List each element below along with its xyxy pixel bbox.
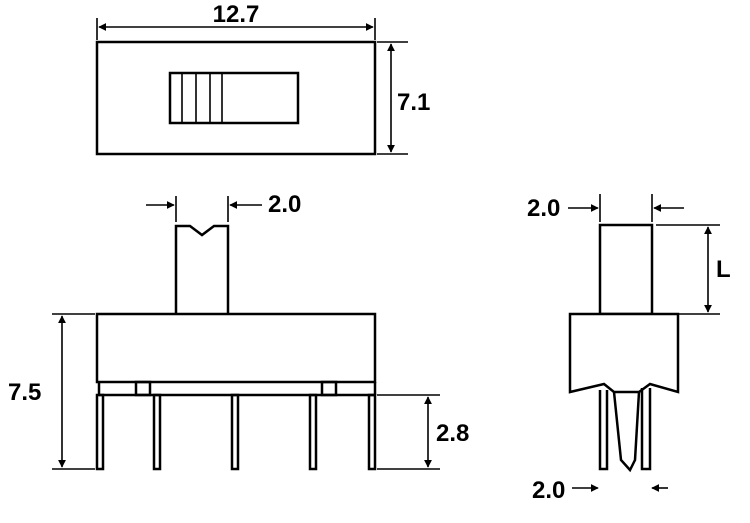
pin: [640, 388, 652, 471]
side-pitch-label: 2.0: [532, 477, 565, 504]
front-height-dimension: [52, 313, 95, 470]
side-actuator: [598, 223, 654, 316]
front-pins: [95, 393, 377, 471]
top-view-actuator: [168, 71, 300, 125]
front-base: [97, 380, 377, 397]
front-actuator-label: 2.0: [268, 191, 301, 218]
front-pin-label: 2.8: [436, 420, 469, 447]
side-length-label: L: [716, 256, 731, 283]
pin: [367, 393, 377, 471]
front-height-label: 7.5: [8, 379, 41, 406]
top-view-body: [95, 40, 377, 156]
pin: [598, 390, 609, 471]
pin: [95, 393, 105, 471]
top-width-dimension: [96, 18, 376, 40]
pin: [308, 393, 318, 471]
side-length-dimension: [656, 224, 720, 315]
top-view: 12.7 7.1: [95, 1, 430, 156]
top-height-dimension: [377, 41, 408, 155]
side-pins: [598, 388, 652, 473]
top-width-label: 12.7: [213, 1, 260, 28]
front-actuator-dimension: [146, 196, 262, 222]
front-body: [95, 312, 377, 384]
side-actuator-dimension: [568, 194, 684, 222]
pin: [230, 393, 240, 471]
pin: [152, 393, 162, 471]
front-view: 2.0 7.5 2.8: [8, 191, 469, 471]
top-height-label: 7.1: [397, 89, 430, 116]
side-view: 2.0 L 2.0: [527, 194, 731, 504]
side-body: [568, 312, 680, 394]
side-actuator-label: 2.0: [527, 195, 560, 222]
front-actuator: [174, 224, 230, 314]
front-pin-dimension: [377, 394, 440, 470]
pin: [612, 391, 641, 473]
